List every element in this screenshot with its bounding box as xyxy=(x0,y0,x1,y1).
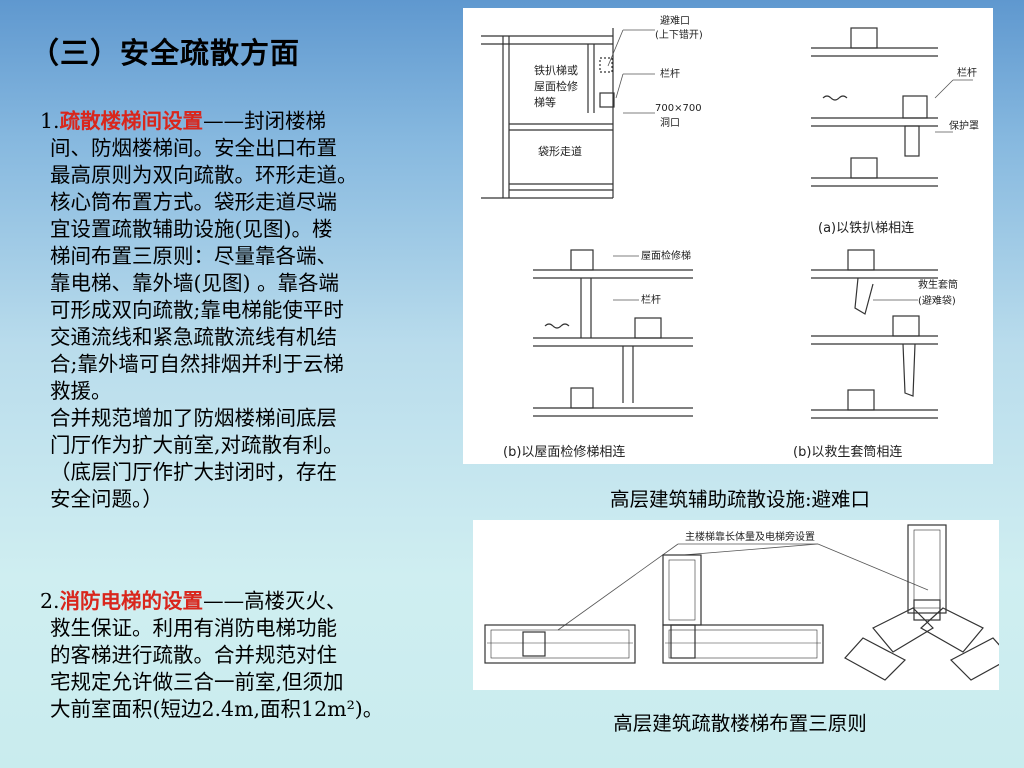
section-b-panel xyxy=(533,249,693,417)
label-opening-size: 700×700 xyxy=(655,103,702,114)
section-1-note-line: 安全问题。） xyxy=(50,487,163,511)
label-escape-bag: (避难袋) xyxy=(918,294,956,307)
label-escape-tube: 救生套筒 xyxy=(918,278,958,291)
section-1-first-line: 1.疏散楼梯间设置——封闭楼梯 xyxy=(40,108,432,135)
section-2-number: 2. xyxy=(40,589,60,613)
refuge-opening-figure: 铁扒梯或 屋面检修 梯等 袋形走道 避难口 (上下错开) 栏杆 700×700 … xyxy=(463,8,993,464)
section-2-line: 宅规定允许做三合一前室,但须加 xyxy=(50,670,344,694)
section-2-line: ——高楼灭火、 xyxy=(203,589,347,613)
label-refuge-opening: 避难口 xyxy=(660,14,690,27)
refuge-opening-diagram: 铁扒梯或 屋面检修 梯等 袋形走道 避难口 (上下错开) 栏杆 700×700 … xyxy=(481,14,979,460)
label-roof-ladder: 屋面检修梯 xyxy=(641,249,691,262)
label-railing: 栏杆 xyxy=(660,67,680,80)
section-1-number: 1. xyxy=(40,109,60,133)
plan-panel xyxy=(481,28,615,199)
label-staggered: (上下错开) xyxy=(655,28,703,41)
section-1-line: 宜设置疏散辅助设施(见图)。楼 xyxy=(50,217,333,241)
section-1-line: 间、防烟楼梯间。安全出口布置 xyxy=(50,136,337,160)
label-dead-end-corridor: 袋形走道 xyxy=(538,144,582,158)
section-1-line: 救援。 xyxy=(50,379,112,403)
section-2-line: 大前室面积(短边2.4m,面积12m²)。 xyxy=(50,697,384,721)
section-1-line: 梯间布置三原则：尽量靠各端、 xyxy=(50,244,337,268)
section-1-line: 可形成双向疏散;靠电梯能使平时 xyxy=(50,298,344,322)
label-ladder-2: 屋面检修 xyxy=(534,79,578,93)
caption-subfigure-a: (a)以铁扒梯相连 xyxy=(818,220,914,236)
section-1-note-line: 门厅作为扩大前室,对疏散有利。 xyxy=(50,433,344,457)
staircase-layout-diagram: 主楼梯靠长体量及电梯旁设置 xyxy=(484,524,999,681)
caption-subfigure-b: (b)以屋面检修梯相连 xyxy=(503,444,625,460)
section-2-heading: 消防电梯的设置 xyxy=(59,589,204,613)
section-1-line: 交通流线和紧急疏散流线有机结 xyxy=(50,325,337,349)
figure-1-caption: 高层建筑辅助疏散设施:避难口 xyxy=(609,488,871,511)
section-1-note-line: （底层门厅作扩大封闭时，存在 xyxy=(50,460,337,484)
section-2-line: 的客梯进行疏散。合并规范对住 xyxy=(50,643,337,667)
section-2-text: 2.消防电梯的设置——高楼灭火、 救生保证。利用有消防电梯功能 的客梯进行疏散。… xyxy=(40,588,432,723)
figure-2-caption: 高层建筑疏散楼梯布置三原则 xyxy=(613,712,867,735)
label-stair-principle: 主楼梯靠长体量及电梯旁设置 xyxy=(685,530,815,543)
section-1-line: 靠电梯、靠外墙(见图) 。靠各端 xyxy=(50,271,340,295)
label-ladder-1: 铁扒梯或 xyxy=(534,63,578,77)
label-ladder-3: 梯等 xyxy=(534,95,556,109)
page-title: （三）安全疏散方面 xyxy=(30,36,301,70)
caption-subfigure-c: (b)以救生套筒相连 xyxy=(793,444,902,460)
section-1-heading: 疏散楼梯间设置 xyxy=(59,109,204,133)
staircase-layout-figure: 主楼梯靠长体量及电梯旁设置 xyxy=(473,520,999,690)
section-2-first-line: 2.消防电梯的设置——高楼灭火、 xyxy=(40,588,432,615)
label-guard-cover: 保护罩 xyxy=(949,119,979,132)
section-a-panel xyxy=(811,27,973,187)
label-railing-3: 栏杆 xyxy=(641,293,661,306)
section-1-line: 合;靠外墙可自然排烟并利于云梯 xyxy=(50,352,344,376)
section-1-line: 核心筒布置方式。袋形走道尽端 xyxy=(50,190,337,214)
section-1-text: 1.疏散楼梯间设置——封闭楼梯 间、防烟楼梯间。安全出口布置 最高原则为双向疏散… xyxy=(40,108,432,513)
plan-t-shape xyxy=(662,554,824,664)
plan-y-shape xyxy=(844,524,999,681)
label-opening: 洞口 xyxy=(660,117,680,129)
section-1-line: 最高原则为双向疏散。环形走道。 xyxy=(50,163,358,187)
section-1-note-line: 合并规范增加了防烟楼梯间底层 xyxy=(50,406,337,430)
label-railing-2: 栏杆 xyxy=(957,66,977,79)
section-c-panel xyxy=(811,249,938,419)
section-1-line: ——封闭楼梯 xyxy=(203,109,327,133)
plan-bar xyxy=(484,624,636,664)
section-2-line: 救生保证。利用有消防电梯功能 xyxy=(50,616,337,640)
